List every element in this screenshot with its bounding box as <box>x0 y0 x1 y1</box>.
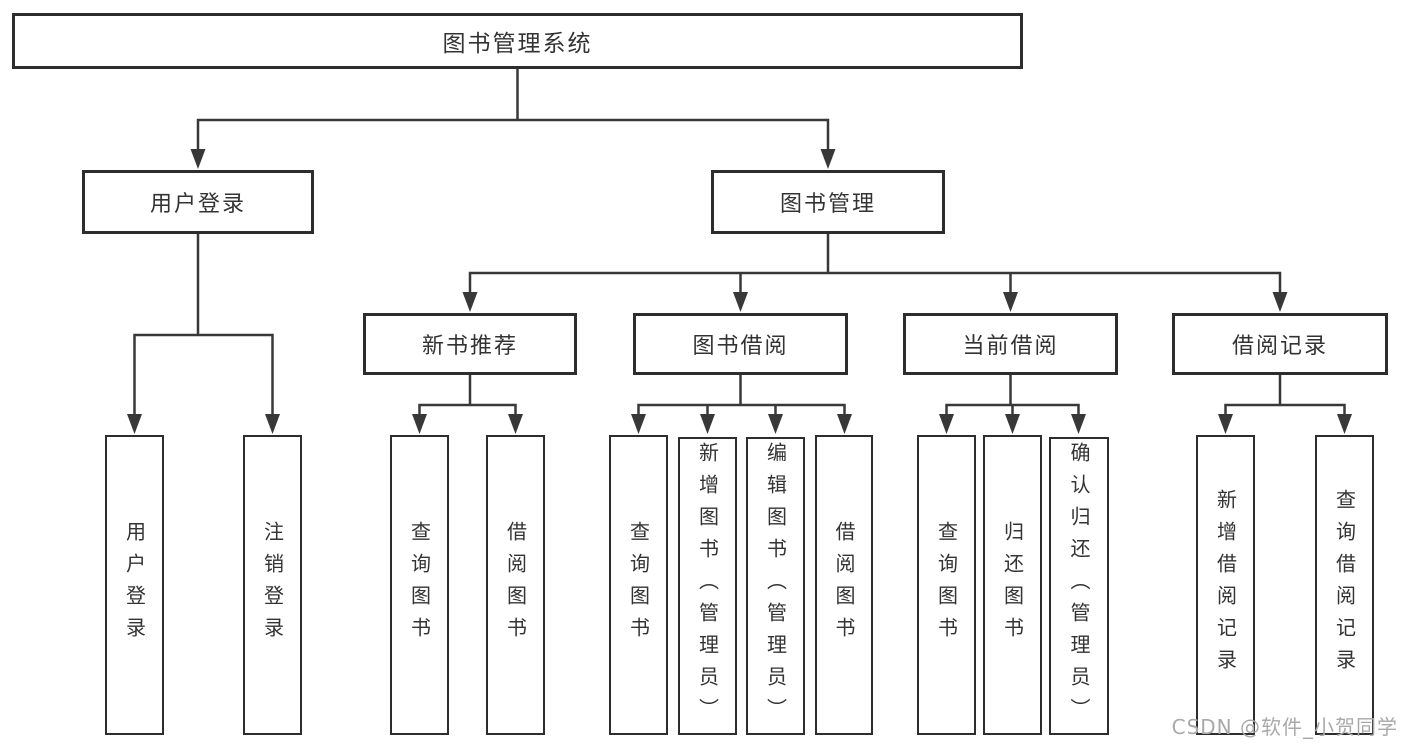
leaf-confirm-return-admin: 确认归还（管理员） <box>1049 437 1109 735</box>
leaf-borrow-books-recommend: 借阅图书 <box>486 435 545 735</box>
branch-book-management-to-level3 <box>462 232 1288 312</box>
arrowhead <box>1071 414 1086 434</box>
arrowhead <box>631 414 646 434</box>
arrowhead <box>837 414 852 434</box>
node-label: 借阅图书 <box>832 521 856 649</box>
node-label: 借阅图书 <box>503 521 528 649</box>
arrowhead <box>1005 414 1020 434</box>
arrowhead <box>820 149 836 169</box>
node-label: 用户登录 <box>122 521 147 649</box>
node-borrowing-records: 借阅记录 <box>1172 313 1388 375</box>
arrowhead <box>412 414 427 434</box>
branch-current-borrowing <box>939 373 1086 434</box>
arrowhead <box>768 414 783 434</box>
node-label: 编辑图书（管理员） <box>763 442 788 730</box>
node-current-borrowing: 当前借阅 <box>903 313 1118 375</box>
node-label: 查询图书 <box>407 521 432 649</box>
node-label: 归还图书 <box>1000 521 1025 649</box>
arrowhead <box>939 414 954 434</box>
leaf-return-books: 归还图书 <box>983 435 1042 735</box>
arrowhead <box>1337 414 1352 434</box>
node-book-management: 图书管理 <box>711 170 945 234</box>
arrowhead <box>700 414 715 434</box>
node-label: 当前借阅 <box>962 334 1059 359</box>
arrowhead <box>1003 292 1018 312</box>
branch-new-book-recommendation <box>412 373 523 434</box>
leaf-add-books-admin: 新增图书（管理员） <box>678 437 737 735</box>
node-label: 确认归还（管理员） <box>1067 442 1091 730</box>
node-root: 图书管理系统 <box>12 13 1023 69</box>
node-label: 用户登录 <box>149 192 246 217</box>
leaf-query-borrow-record: 查询借阅记录 <box>1315 435 1374 735</box>
node-label: 查询图书 <box>626 521 651 649</box>
branch-book-borrowing <box>631 373 852 434</box>
arrowhead <box>1272 292 1288 312</box>
leaf-user-login: 用户登录 <box>105 435 164 735</box>
arrowhead <box>190 149 206 169</box>
leaf-borrow-books-borrowing: 借阅图书 <box>815 435 873 735</box>
node-new-book-recommendation: 新书推荐 <box>363 313 577 375</box>
leaf-add-borrow-record: 新增借阅记录 <box>1196 435 1255 735</box>
branch-borrowing-records <box>1218 373 1352 434</box>
csdn-watermark: CSDN @软件_小贺同学 <box>1171 715 1398 739</box>
arrowhead <box>462 292 478 312</box>
node-label: 新增借阅记录 <box>1213 489 1238 681</box>
arrowhead <box>1218 414 1233 434</box>
arrowhead <box>127 414 142 434</box>
arrowhead <box>265 414 280 434</box>
node-label: 查询借阅记录 <box>1332 489 1357 681</box>
branch-root-to-level2 <box>190 67 836 169</box>
node-user-login: 用户登录 <box>82 170 314 234</box>
leaf-query-books-recommend: 查询图书 <box>390 435 449 735</box>
node-label: 图书借阅 <box>692 334 789 359</box>
node-label: 图书管理系统 <box>442 31 593 57</box>
leaf-query-books-current: 查询图书 <box>917 435 976 735</box>
node-book-borrowing: 图书借阅 <box>633 313 848 375</box>
node-label: 借阅记录 <box>1231 334 1328 359</box>
leaf-logout-login: 注销登录 <box>243 435 302 735</box>
node-label: 注销登录 <box>260 521 285 649</box>
node-label: 查询图书 <box>934 521 959 649</box>
node-label: 图书管理 <box>779 192 876 217</box>
arrowhead <box>508 414 523 434</box>
leaf-edit-books-admin: 编辑图书（管理员） <box>746 437 805 735</box>
node-label: 新书推荐 <box>421 334 518 359</box>
node-label: 新增图书（管理员） <box>695 442 720 730</box>
arrowhead <box>733 292 748 312</box>
branch-user-login-to-leaves <box>127 232 280 434</box>
leaf-query-books-borrowing: 查询图书 <box>609 435 668 735</box>
